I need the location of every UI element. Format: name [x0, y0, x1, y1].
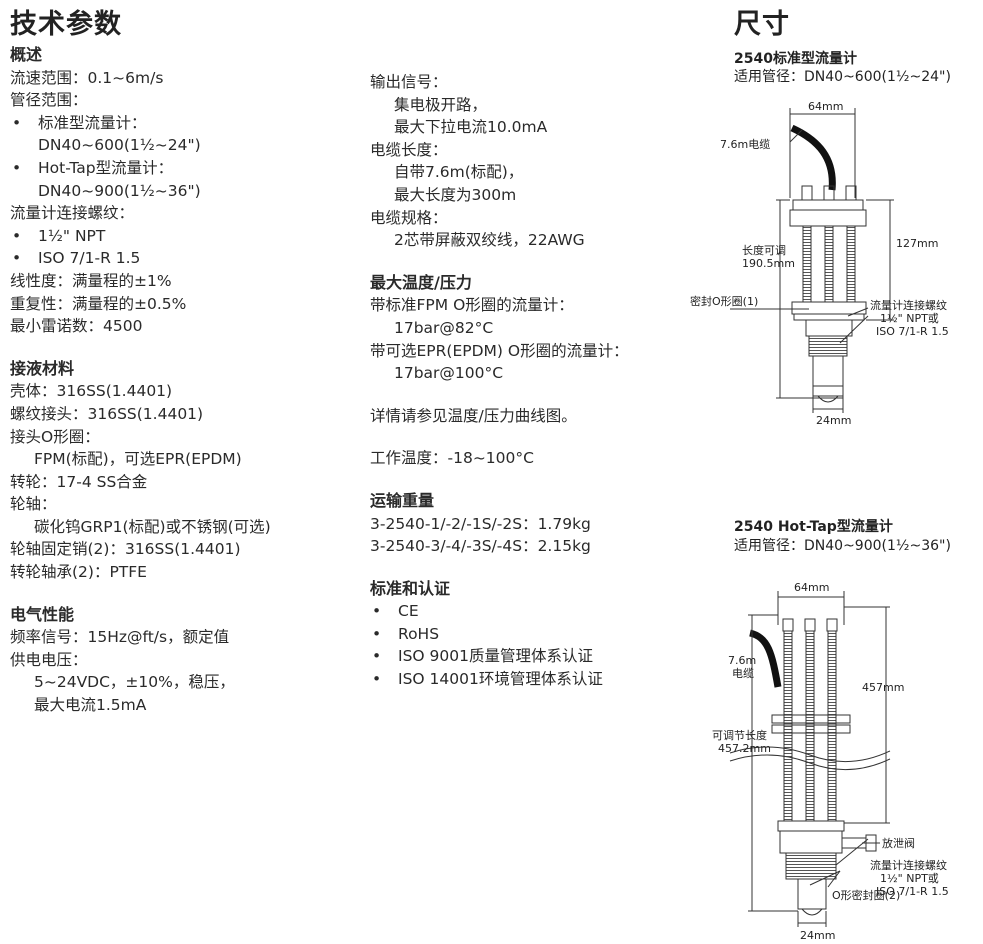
spec-line: 壳体：316SS(1.4401): [10, 382, 173, 401]
d1-thread-2: 1½" NPT或: [880, 312, 939, 325]
indented-line: 最大电流1.5mA: [34, 696, 147, 715]
indented-line: DN40~600(1½~24"): [38, 136, 201, 155]
spec-line: 轮轴固定销(2)：316SS(1.4401): [10, 540, 241, 559]
d1-dim-bottom: 24mm: [816, 414, 851, 427]
spec-line: 螺纹接头：316SS(1.4401): [10, 404, 204, 423]
spec-line: 转轮轴承(2)：PTFE: [10, 563, 147, 582]
d2-valve-label: 放泄阀: [882, 836, 915, 850]
d1-thread-1: 流量计连接螺纹: [870, 298, 947, 312]
indented-line: FPM(标配)，可选EPR(EPDM): [34, 450, 242, 469]
spec-line: 频率信号：15Hz@ft/s，额定值: [10, 628, 230, 647]
d1-thread-3: ISO 7/1-R 1.5: [876, 325, 949, 338]
indented-line: 2芯带屏蔽双绞线，22AWG: [394, 231, 585, 250]
indented-line: 5~24VDC，±10%，稳压，: [34, 673, 235, 692]
spec-line: 3-2540-1/-2/-1S/-2S：1.79kg: [370, 514, 591, 533]
d2-len-adj-1: 可调节长度: [712, 728, 767, 742]
spec-line: 电缆规格：: [370, 208, 448, 227]
diagram2-subtitle: 适用管径：DN40~900(1½~36"): [734, 538, 951, 554]
spacer: [370, 558, 710, 578]
hottap-flowmeter-diagram: 64mm 7.6m 电缆 457mm 可调节长度 457.2mm 放泄阀 流量计…: [712, 581, 949, 942]
d2-dim-top: 64mm: [794, 581, 829, 594]
d1-cable-label: 7.6m电缆: [720, 138, 770, 151]
spec-line: 轮轴：: [10, 495, 57, 514]
diagram1-subtitle: 适用管径：DN40~600(1½~24"): [734, 69, 951, 85]
indented-line: 最大长度为300m: [394, 185, 517, 204]
indented-line: 17bar@82°C: [394, 318, 494, 337]
d1-oring-label: 密封O形圈(1): [690, 294, 758, 308]
indented-line: 集电极开路，: [394, 95, 488, 114]
d1-dim-top: 64mm: [808, 100, 843, 113]
spec-line: 线性度：满量程的±1%: [10, 271, 172, 290]
d2-oring-label: O形密封圈(2): [832, 888, 900, 902]
d2-cable-2: 电缆: [732, 667, 754, 680]
indented-line: 最大下拉电流10.0mA: [394, 118, 548, 137]
indented-line: 自带7.6m(标配)，: [394, 163, 524, 182]
spacer: [10, 584, 360, 604]
d2-thread-1: 流量计连接螺纹: [870, 858, 947, 872]
spec-line: 电缆长度：: [370, 140, 448, 159]
spacer: [370, 470, 710, 490]
spec-line: 输出信号：: [370, 73, 448, 91]
bullet-item: CE: [370, 600, 710, 623]
bullet-item: Hot-Tap型流量计：: [10, 157, 360, 180]
indented-line: 碳化钨GRP1(标配)或不锈钢(可选): [34, 517, 271, 536]
section-heading: 接液材料: [10, 358, 75, 378]
spec-line: 管径范围：: [10, 91, 88, 110]
indented-line: 17bar@100°C: [394, 364, 504, 383]
d1-len-adj-2: 190.5mm: [742, 257, 795, 270]
bullet-item: 标准型流量计：: [10, 112, 360, 135]
spec-line: 流量计连接螺纹：: [10, 204, 135, 223]
spec-line: 供电电压：: [10, 650, 88, 669]
d2-dim-bottom: 24mm: [800, 929, 835, 942]
spec-line: 最小雷诺数：4500: [10, 317, 143, 336]
bullet-item: RoHS: [370, 623, 710, 646]
dimensions-title: 尺寸: [734, 9, 790, 40]
spec-line: 详情请参见温度/压力曲线图。: [370, 406, 577, 425]
spec-line: 重复性：满量程的±0.5%: [10, 294, 187, 313]
section-heading: 运输重量: [370, 490, 435, 510]
spec-line: 接头O形圈：: [10, 427, 100, 446]
diagram2-title: 2540 Hot-Tap型流量计: [734, 519, 893, 535]
spacer: [370, 252, 710, 272]
d1-dim-right: 127mm: [896, 237, 938, 250]
spec-line: 带标准FPM O形圈的流量计：: [370, 296, 574, 315]
bullet-item: ISO 14001环境管理体系认证: [370, 668, 710, 691]
d2-thread-3: ISO 7/1-R 1.5: [876, 885, 949, 898]
page-title: 技术参数: [10, 9, 122, 40]
bullet-item: 1½" NPT: [10, 225, 360, 248]
spec-column-2: 输出信号： 集电极开路， 最大下拉电流10.0mA 电缆长度： 自带7.6m(标配)， 最…: [370, 71, 710, 691]
d2-thread-2: 1½" NPT或: [880, 872, 939, 885]
section-heading: 概述: [10, 45, 43, 64]
spec-line: 工作温度：-18~100°C: [370, 449, 534, 468]
spec-line: 转轮：17-4 SS合金: [10, 472, 148, 491]
d2-len-adj-2: 457.2mm: [718, 742, 771, 755]
spacer: [370, 385, 710, 405]
section-heading: 最大温度/压力: [370, 272, 472, 292]
d1-len-adj-1: 长度可调: [742, 243, 786, 257]
section-heading: 电气性能: [10, 604, 75, 624]
spec-line: 带可选EPR(EPDM) O形圈的流量计：: [370, 341, 629, 360]
spacer: [10, 338, 360, 358]
indented-line: DN40~900(1½~36"): [38, 181, 201, 200]
bullet-item: ISO 7/1-R 1.5: [10, 247, 360, 270]
bullet-item: ISO 9001质量管理体系认证: [370, 645, 710, 668]
d2-dim-right: 457mm: [862, 681, 904, 694]
spacer: [370, 427, 710, 447]
spec-line: 流速范围：0.1~6m/s: [10, 68, 164, 87]
section-heading: 标准和认证: [370, 578, 451, 598]
d2-cable-1: 7.6m: [728, 654, 756, 667]
diagram1-title: 2540标准型流量计: [734, 51, 857, 67]
standard-flowmeter-diagram: 64mm 7.6m电缆 长度可调 190.5mm 127mm 密封O形圈(1) …: [690, 100, 949, 427]
spec-line: 3-2540-3/-4/-3S/-4S：2.15kg: [370, 537, 591, 556]
